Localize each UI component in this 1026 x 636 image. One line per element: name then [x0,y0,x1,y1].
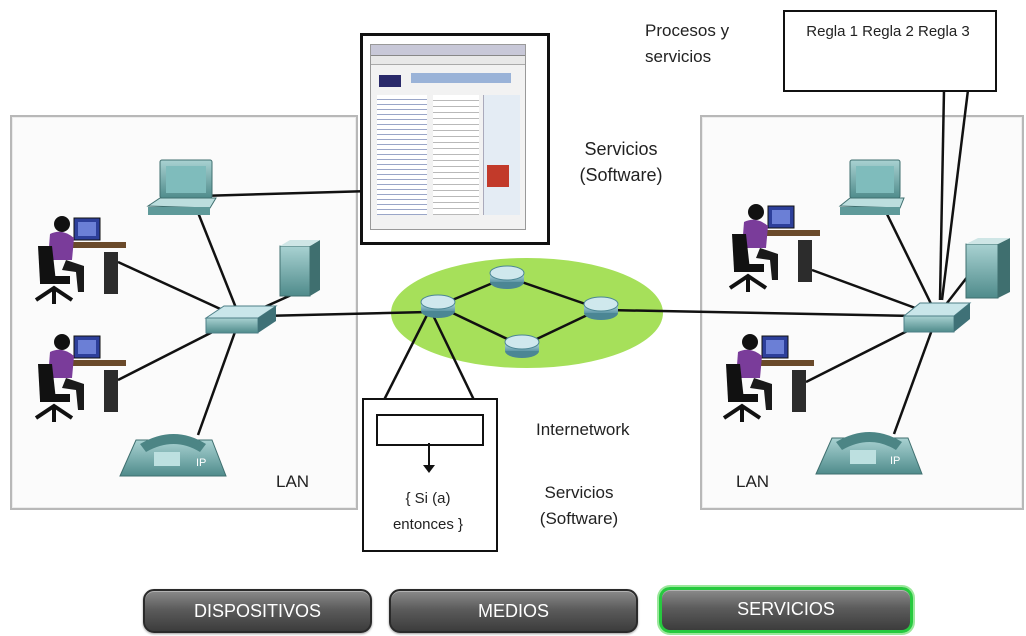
right-server-icon [965,238,1010,299]
internetwork-cloud [391,258,663,368]
services-button[interactable]: SERVICIOS [659,587,913,633]
devices-button[interactable]: DISPOSITIVOS [143,589,372,633]
svg-text:IP: IP [890,455,900,467]
right-desktop-pc-icon [838,159,905,215]
left-ip-phone-icon: IP [119,434,227,477]
right-switch-icon [902,302,972,333]
svg-text:IP: IP [196,457,206,469]
right-user-workstation-2-icon [722,334,814,422]
right-ip-phone-icon: IP [815,432,923,475]
left-user-workstation-2-icon [34,334,126,422]
web-page-screenshot [370,44,526,230]
right-lan-label: LAN [736,472,770,491]
left-desktop-pc-icon [146,159,217,215]
left-server-icon [279,240,320,297]
router-icons [420,265,619,358]
services-top-label: Servicios (Software) [579,139,663,185]
rules-callout [783,10,997,92]
services-bottom-label: Servicios (Software) [539,483,619,528]
right-user-workstation-1-icon [728,204,820,292]
rule-snippet-text: { Si (a) entonces } [392,490,464,533]
left-lan-label: LAN [276,472,310,491]
rules-text: Regla 1 Regla 2 Regla 3 [806,23,970,40]
rule-condition-box [376,414,484,446]
left-user-workstation-1-icon [34,216,126,304]
processes-label: Procesos y servicios [645,21,730,66]
media-button[interactable]: MEDIOS [389,589,638,633]
left-switch-icon [204,305,278,334]
internetwork-label: Internetwork [536,420,630,439]
rule-arrow-icon [423,443,435,473]
